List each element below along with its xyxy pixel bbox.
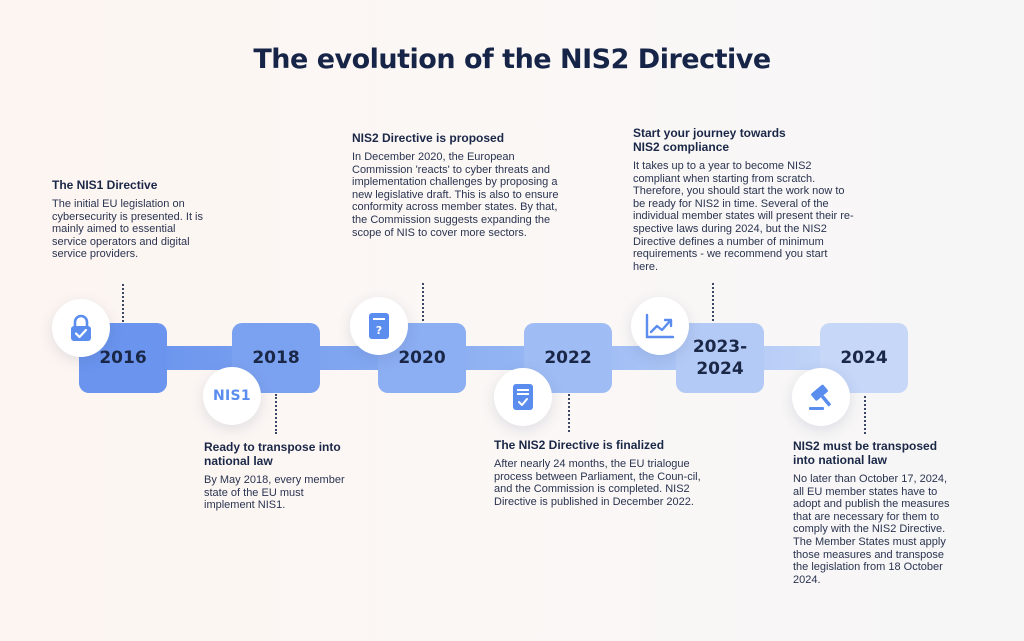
milestone-2018-text: Ready to transpose into national law By …: [204, 440, 356, 512]
milestone-body: It takes up to a year to become NIS2 com…: [633, 160, 854, 273]
milestone-heading: NIS2 Directive is proposed: [352, 131, 505, 145]
milestone-body: No later than October 17, 2024, all EU m…: [793, 473, 950, 586]
year-label-2023-2024: 2023- 2024: [693, 336, 747, 380]
connector-2016: [122, 284, 124, 322]
milestone-heading: NIS2 must be transposed into national la…: [793, 439, 938, 467]
milestone-body: The initial EU legislation on cybersecur…: [52, 198, 204, 261]
milestone-heading: Ready to transpose into national law: [204, 440, 341, 468]
milestone-body: By May 2018, every member state of the E…: [204, 474, 345, 512]
document-question-icon: ?: [350, 297, 408, 355]
year-label-2016: 2016: [99, 348, 147, 368]
nis1-badge-icon: NIS1: [203, 367, 261, 425]
connector-2020: [422, 283, 424, 321]
trending-chart-icon: [631, 297, 689, 355]
milestone-body: After nearly 24 months, the EU trialogue…: [494, 458, 701, 508]
year-label-line1: 2023-: [692, 337, 748, 357]
year-label-2022: 2022: [544, 348, 592, 368]
milestone-heading: The NIS1 Directive: [52, 178, 158, 192]
year-label-2024: 2024: [840, 348, 888, 368]
padlock-icon: [52, 299, 110, 357]
year-label-line2: 2024: [696, 359, 744, 379]
year-box-2023-2024: 2023- 2024: [676, 323, 764, 393]
milestone-2020-text: NIS2 Directive is proposed In December 2…: [352, 131, 570, 239]
connector-2023-2024: [712, 283, 714, 321]
milestone-body: In December 2020, the European Commissio…: [352, 151, 559, 239]
milestone-heading: Start your journey towards NIS2 complian…: [633, 126, 786, 154]
milestone-2022-text: The NIS2 Directive is finalized After ne…: [494, 438, 714, 508]
document-check-icon: [494, 368, 552, 426]
year-label-2020: 2020: [398, 348, 446, 368]
nis1-badge-text: NIS1: [213, 388, 251, 404]
milestone-heading: The NIS2 Directive is finalized: [494, 438, 665, 452]
year-box-2024: 2024: [820, 323, 908, 393]
connector-2018: [275, 394, 277, 434]
gavel-icon: [792, 368, 850, 426]
page-title: The evolution of the NIS2 Directive: [253, 44, 771, 75]
milestone-2024-text: NIS2 must be transposed into national la…: [793, 439, 955, 586]
milestone-2023-2024-text: Start your journey towards NIS2 complian…: [633, 126, 855, 273]
svg-text:?: ?: [376, 324, 382, 337]
milestone-2016-text: The NIS1 Directive The initial EU legisl…: [52, 178, 204, 261]
year-label-2018: 2018: [252, 348, 300, 368]
connector-2024: [864, 396, 866, 434]
connector-2022: [568, 394, 570, 432]
